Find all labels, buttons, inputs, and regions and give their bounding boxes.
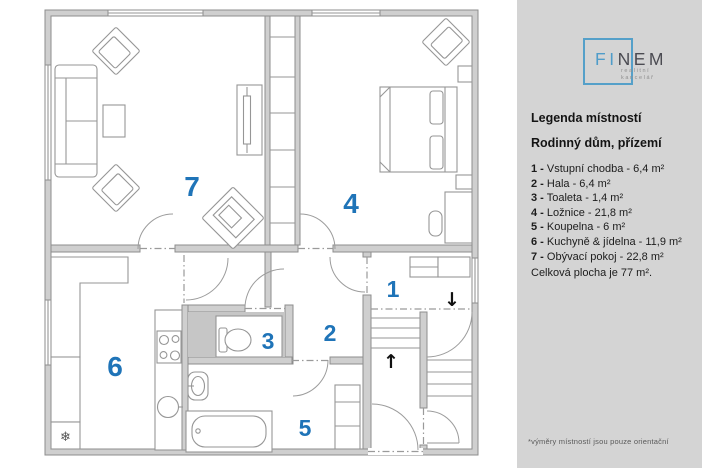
legend-item: 6 - Kuchyně & jídelna - 11,9 m² <box>531 235 682 248</box>
stairs-up-arrow: ↑ <box>383 351 399 373</box>
legend-item: 5 - Koupelna - 6 m² <box>531 221 626 234</box>
bathroom-shelf <box>334 384 361 450</box>
wall-openings <box>140 247 368 362</box>
staircase <box>371 308 473 451</box>
inner-walls <box>50 15 473 451</box>
hall-door-arc <box>329 256 366 293</box>
fridge: ❄ <box>50 421 81 450</box>
toilet-room <box>188 312 285 358</box>
logo-text: FINEM <box>595 49 667 70</box>
logo-text-blue: FI <box>595 49 618 69</box>
outer-walls <box>44 9 479 456</box>
legend-title: Legenda místností <box>531 111 642 125</box>
kitchen-sink <box>156 395 183 419</box>
kitchen-cabinet <box>50 356 81 423</box>
bedroom-furniture <box>379 18 473 244</box>
room-label-1: 1 <box>387 276 400 302</box>
logo-tagline-line1: realitní <box>621 68 651 74</box>
double-bed <box>379 86 458 173</box>
pillow <box>429 90 444 125</box>
room-label-5: 5 <box>299 415 312 441</box>
desk-chair <box>428 210 443 237</box>
staircase-up <box>371 317 420 349</box>
logo-tagline: realitní kancelář <box>621 68 655 82</box>
kitchen-counter <box>50 256 129 358</box>
hall-cabinet <box>409 256 471 278</box>
legend-subtitle: Rodinný dům, přízemí <box>531 136 662 150</box>
room-label-6: 6 <box>107 351 123 382</box>
bathroom-door-arc <box>292 359 329 397</box>
legend-item: 4 - Ložnice - 21,8 m² <box>531 206 632 219</box>
legend-item: 1 - Vstupní chodba - 6,4 m² <box>531 163 665 175</box>
desk <box>444 191 473 244</box>
stairs-down-arrow: ↓ <box>444 289 460 311</box>
entrance-opening <box>368 448 423 455</box>
floor-plan-svg: ❄ <box>44 9 479 456</box>
staircase-down <box>427 359 472 397</box>
living-room-furniture <box>54 27 264 249</box>
living-room-door-arc <box>137 213 174 250</box>
pillow <box>429 135 444 170</box>
bathroom-furniture <box>185 371 361 453</box>
room-label-7: 7 <box>184 171 200 202</box>
logo-square <box>583 38 633 85</box>
tv-stand <box>236 84 263 156</box>
total-area: Celková plocha je 77 m². <box>531 267 653 279</box>
room-label-3: 3 <box>262 328 275 354</box>
bathtub <box>185 410 273 453</box>
legend-item: 7 - Obývací pokoj - 22,8 m² <box>531 250 664 263</box>
toilet-door-arc <box>244 268 285 309</box>
nightstand-2 <box>455 174 473 190</box>
logo-text-dark: NEM <box>617 49 667 69</box>
room-labels: 7 4 6 1 2 3 5 <box>107 171 399 441</box>
toilet-bowl <box>218 327 252 353</box>
logo-tagline-line2: kancelář <box>621 74 655 81</box>
legend-item: 3 - Toaleta - 1,4 m² <box>531 192 624 205</box>
door-arcs <box>137 213 366 397</box>
bedroom-door-arc <box>299 213 336 250</box>
sidebar: FINEM realitní kancelář Legenda místnost… <box>517 0 702 468</box>
stove <box>156 330 182 364</box>
kitchen-furniture: ❄ <box>50 256 183 451</box>
stair-door-arc <box>426 311 473 358</box>
wardrobe-shelves <box>270 36 295 224</box>
snowflake-icon: ❄ <box>60 430 71 445</box>
sofa <box>54 64 98 178</box>
entrance-doors <box>371 403 419 451</box>
coffee-table <box>102 104 126 138</box>
room-label-4: 4 <box>343 188 359 219</box>
legend-list: 1 - Vstupní chodba - 6,4 m² 2 - Hala - 6… <box>531 162 682 264</box>
armchair-3 <box>202 187 264 249</box>
nightstand-1 <box>457 65 473 83</box>
kitchen-door-arc <box>185 257 229 301</box>
understair-door <box>422 408 460 445</box>
legend-item: 2 - Hala - 6,4 m² <box>531 177 611 190</box>
armchair-1 <box>92 27 140 75</box>
room-label-2: 2 <box>324 320 337 346</box>
armchair-2 <box>92 164 140 212</box>
footnote: *výměry místností jsou pouze orientační <box>528 437 669 446</box>
floor-plan: ❄ <box>44 9 479 456</box>
corner-chair <box>422 18 470 66</box>
bathroom-sink <box>187 371 209 401</box>
